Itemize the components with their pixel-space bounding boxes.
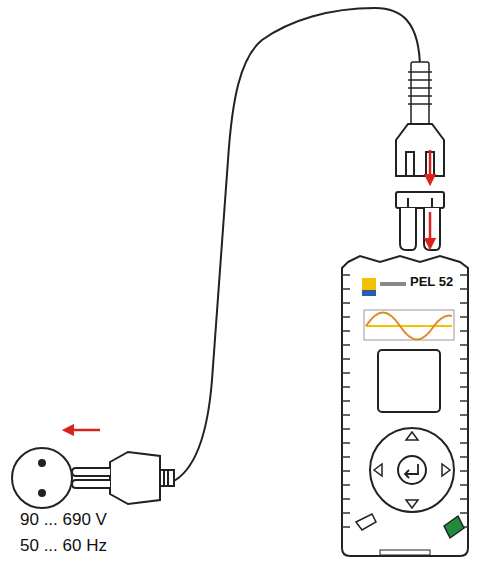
wall-socket [12, 448, 72, 508]
supply-rating: 50 ... 60 Hz [20, 536, 107, 556]
device-node: PEL 52 [342, 256, 468, 556]
cable-connector [396, 124, 444, 176]
supply-rating: 90 ... 690 V [20, 510, 107, 530]
device-model-name: PEL 52 [410, 274, 453, 289]
strain-relief [408, 62, 432, 124]
device-housing [342, 256, 468, 556]
insert-arrow [429, 150, 432, 180]
mains-plug [72, 452, 174, 504]
adapter-plug [396, 192, 444, 250]
insert-arrow [68, 429, 100, 432]
insert-arrow [429, 212, 432, 244]
